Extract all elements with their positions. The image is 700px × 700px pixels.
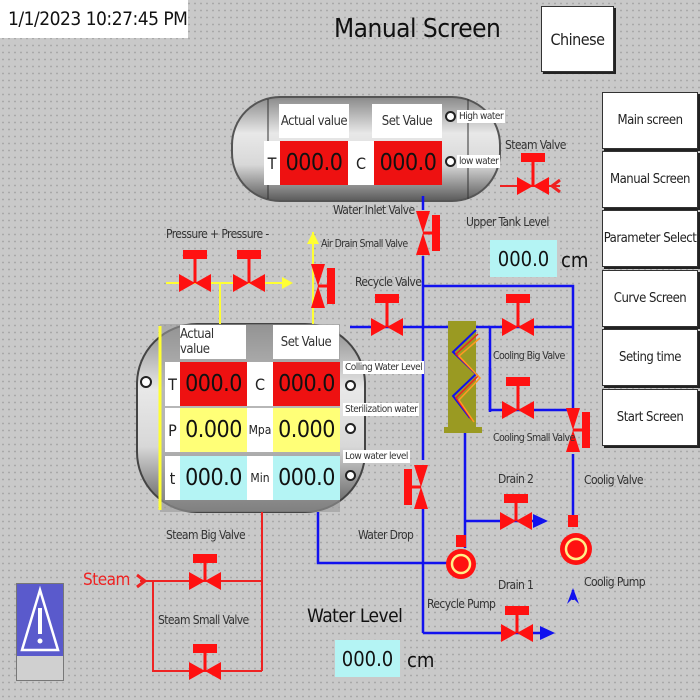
main-set-header: Set Value [273,325,339,359]
cooling-big-valve-icon [502,294,534,336]
cooling-valve-icon [566,408,590,452]
steam-small-valve-icon [189,644,221,680]
cooling-pump-label: Coolig Pump [584,575,646,589]
main-time-set[interactable]: 000.0 [273,456,340,500]
high-water-label: High water [457,110,506,123]
main-temp-label: T [165,362,180,406]
water-drop-valve-icon [404,465,428,509]
pressure-label: Pressure + Pressure - [166,227,269,241]
low-water-label: low water [457,155,501,168]
recycle-valve-label: Recycle Valve [355,275,422,289]
alarm-button[interactable] [16,583,64,681]
nav-setting-time[interactable]: Seting time [602,329,698,386]
water-level-label: Water Level [307,605,403,627]
air-arrow-right [282,277,293,289]
nav-curve-screen[interactable]: Curve Screen [602,270,698,327]
water-level-unit: cm [407,648,435,672]
upper-tank-level-value: 000.0 [490,240,557,277]
drain2-label: Drain 2 [498,472,534,486]
air-drain-valve-icon [311,264,335,308]
datetime-display: 1/1/2023 10:27:45 PM [0,0,188,38]
main-time-label: t [165,456,180,500]
steam-inlet-icon [136,573,148,589]
steam-valve-inlet-icon [549,178,561,194]
upper-temp-set[interactable]: 000.0 [374,141,442,185]
nav-manual-screen[interactable]: Manual Screen [602,151,698,208]
main-temp-actual: 000.0 [180,362,247,406]
heat-exchanger [444,321,482,433]
cooling-small-valve-label: Cooling Small Valve [493,432,575,444]
pressure-plus-valve-icon [179,250,211,292]
pressure-minus-valve-icon [233,250,265,292]
low-water-level-indicator [345,470,356,481]
cooling-small-valve-icon [502,377,534,419]
water-inlet-valve-label: Water Inlet Valve [333,203,415,217]
nav-parameter-select[interactable]: Parameter Select [602,210,698,267]
steam-label: Steam [83,570,130,590]
upper-actual-header: Actual value [279,104,349,138]
recycle-valve-icon [371,294,403,336]
steam-big-valve-label: Steam Big Valve [166,528,246,542]
cooling-valve-label: Coolig Valve [584,473,644,487]
air-drain-label: Air Drain Small Valve [321,238,408,250]
main-temp-unit: C [247,362,273,406]
cooling-pump-icon [560,515,592,565]
main-time-actual: 000.0 [180,456,247,500]
drain1-valve-icon [501,606,533,642]
low-water-level-label: Low water level [343,450,410,463]
nav-main-screen[interactable]: Main screen [602,92,698,149]
steam-small-valve-label: Steam Small Valve [158,613,249,627]
recycle-pump-icon [446,535,476,579]
upper-temp-label: T [264,141,280,185]
drain2-valve-icon [500,494,532,530]
steam-valve-icon [517,153,549,195]
main-time-unit: Min [247,456,273,500]
cooling-big-valve-label: Cooling Big Valve [493,350,565,362]
main-actual-header: Actual value [180,325,246,359]
drain2-arrow [533,514,548,528]
upper-temp-unit[interactable]: C [348,141,374,185]
upper-tank-level-unit: cm [561,248,589,272]
page-title: Manual Screen [334,14,501,44]
main-pressure-label: P [165,408,180,452]
drain1-arrow [540,626,555,640]
steam-big-valve-icon [189,554,221,590]
low-water-indicator [445,156,456,167]
steam-valve-label: Steam Valve [505,138,566,152]
main-temp-set[interactable]: 000.0 [273,362,340,406]
cooling-inlet-arrow [567,588,579,604]
water-drop-label: Water Drop [358,528,414,542]
alarm-panel [17,584,63,656]
upper-temp-actual: 000.0 [280,141,348,185]
upper-set-header: Set Value [372,104,442,138]
drain1-label: Drain 1 [498,578,534,592]
water-level-value: 000.0 [335,640,400,677]
sterilization-water-indicator [345,423,356,434]
main-pressure-actual: 0.000 [180,408,247,452]
sterilization-water-label: Sterilization water [343,403,420,416]
warning-icon [20,585,60,652]
cooling-water-level-indicator [345,380,356,391]
main-pressure-unit: Mpa [247,408,273,452]
main-pressure-set[interactable]: 0.000 [273,408,340,452]
nav-start-screen[interactable]: Start Screen [602,389,698,446]
water-inlet-valve-icon [416,211,440,255]
high-water-indicator [445,111,456,122]
language-button[interactable]: Chinese [541,6,614,72]
air-arrow-up [307,232,319,244]
cooling-water-level-label: Colling Water Level [343,361,425,374]
upper-tank-level-label: Upper Tank Level [466,215,549,229]
recycle-pump-label: Recycle Pump [427,597,496,611]
